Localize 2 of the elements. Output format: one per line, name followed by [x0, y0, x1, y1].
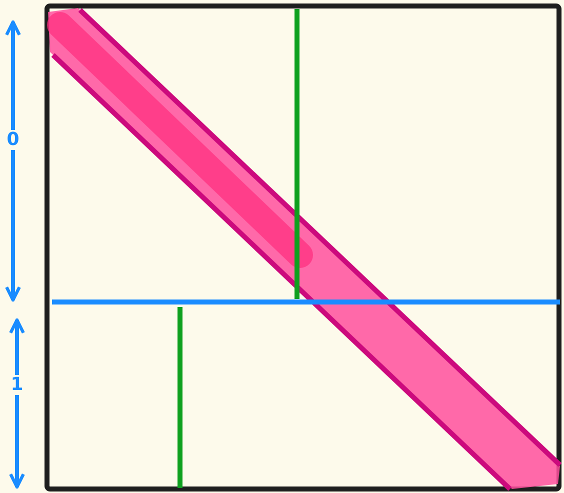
dimension-label: 1: [10, 375, 24, 395]
dimension-label: 0: [6, 130, 20, 150]
